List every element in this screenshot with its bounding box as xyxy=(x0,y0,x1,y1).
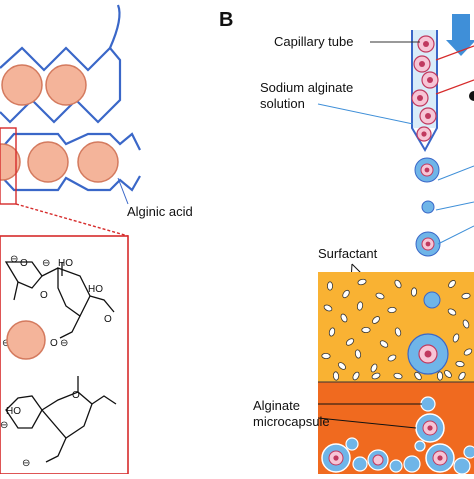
inset-cell xyxy=(6,320,46,360)
cell-top-2 xyxy=(45,64,87,106)
capsule-pile xyxy=(321,437,474,475)
surfactant-molecule xyxy=(345,338,355,346)
chem-o-2: O xyxy=(40,290,48,301)
surfactant-molecule xyxy=(458,371,466,381)
alginate-label-1: Sodium alginate xyxy=(260,80,353,95)
surfactant-molecule xyxy=(323,304,333,312)
surfactant-molecule xyxy=(452,333,460,343)
surfactant-molecule xyxy=(410,287,418,297)
surfactant-molecule xyxy=(375,292,385,300)
chem-minus-3: ⊖ xyxy=(60,338,68,349)
surfactant-molecule xyxy=(371,372,381,380)
surfactant-molecule xyxy=(354,349,362,359)
capsule-label-1: Alginate xyxy=(253,398,300,413)
surfactant-molecule xyxy=(387,306,397,314)
alginic-callout-line xyxy=(117,177,129,205)
cell-bottom-3 xyxy=(77,141,119,183)
alginate-chain-tail xyxy=(108,4,121,49)
capsule-small-1 xyxy=(420,396,436,412)
droplet-pointer-2 xyxy=(435,201,474,211)
zoom-dotted-line xyxy=(15,203,129,237)
capsule-pointer-2 xyxy=(317,417,417,429)
surfactant-molecule xyxy=(361,326,371,334)
alginate-chain-bottom-upper xyxy=(0,132,141,151)
partial-dot xyxy=(469,91,474,101)
chem-o-4: O xyxy=(50,338,58,349)
chem-ho-2: HO xyxy=(88,284,103,295)
chemical-structure-lower xyxy=(5,376,117,463)
surfactant-molecule xyxy=(462,319,470,329)
surfactant-molecule xyxy=(357,278,367,286)
surfactant-molecule xyxy=(461,292,471,300)
surfactant-molecule xyxy=(379,340,389,348)
chem-minus-5: ⊖ xyxy=(0,420,8,431)
surfactant-molecule xyxy=(321,352,331,360)
cell-pointer-1 xyxy=(435,45,474,61)
panel-b-letter: B xyxy=(219,9,233,31)
droplet-1 xyxy=(414,157,440,183)
surfactant-molecule xyxy=(444,370,452,378)
chem-minus-4: ⊖ xyxy=(2,338,10,349)
surfactant-molecule xyxy=(332,371,340,381)
chem-o-1: O xyxy=(20,258,28,269)
chem-minus-6: ⊖ xyxy=(22,458,30,469)
highlight-box xyxy=(0,127,17,205)
panel-b: B Capillary tube Sodium alginate solutio… xyxy=(219,9,474,475)
droplet-pointer-3 xyxy=(437,225,474,245)
surfactant-molecule xyxy=(326,281,333,291)
surfactant-molecule xyxy=(455,360,465,368)
surfactant-molecule xyxy=(338,362,346,370)
chem-o-3: O xyxy=(104,314,112,325)
chem-minus-1: ⊖ xyxy=(10,254,18,265)
surfactant-molecule xyxy=(340,313,348,323)
panel-a: Alginic acid ⊖ O ⊖ HO O HO O O ⊖ ⊖ xyxy=(0,4,193,475)
alginate-chain-bottom-lower xyxy=(0,174,141,192)
surfactant-molecule xyxy=(394,327,402,337)
surfactant-molecule xyxy=(342,289,350,299)
surfactant-molecule xyxy=(393,372,403,380)
surfactant-molecule xyxy=(394,279,402,289)
cell-bottom-1 xyxy=(0,143,21,181)
capsule-with-cell xyxy=(415,413,445,443)
surfactant-molecule xyxy=(356,301,364,311)
oil-phase xyxy=(318,272,474,382)
chem-ho-1: HO xyxy=(58,258,73,269)
droplet-in-oil xyxy=(407,333,449,375)
alginate-chain-top xyxy=(0,46,122,124)
alginic-acid-label: Alginic acid xyxy=(127,204,193,219)
surfactant-molecule xyxy=(328,327,336,337)
cell-bottom-2 xyxy=(27,141,69,183)
capsule-label-2: microcapsule xyxy=(253,414,330,429)
capillary-cells xyxy=(411,35,439,142)
surfactant-molecule xyxy=(370,363,378,373)
alginate-label-2: solution xyxy=(260,96,305,111)
surfactant-molecule xyxy=(372,316,380,324)
capillary-label: Capillary tube xyxy=(274,34,354,49)
chem-ho-3: HO xyxy=(6,406,21,417)
droplet-2-empty xyxy=(421,200,435,214)
chemical-structure-upper xyxy=(4,261,115,339)
inflow-arrow xyxy=(446,14,474,56)
alginate-pointer xyxy=(317,103,414,125)
surfactant-molecule xyxy=(414,371,422,381)
cell-top-1 xyxy=(1,64,43,106)
droplet-pointer-1 xyxy=(437,165,474,181)
surfactant-label: Surfactant xyxy=(318,246,378,261)
cell-pointer-2 xyxy=(435,79,474,95)
surfactant-molecule xyxy=(447,308,457,316)
surfactant-molecules xyxy=(321,278,473,381)
small-droplet-in-oil xyxy=(423,291,441,309)
chem-o-5: O xyxy=(72,390,80,401)
chem-minus-2: ⊖ xyxy=(42,258,50,269)
surfactant-molecule xyxy=(463,348,473,356)
surfactant-molecule xyxy=(387,354,397,362)
surfactant-molecule xyxy=(352,371,360,381)
surfactant-molecule xyxy=(436,371,444,381)
droplet-3 xyxy=(415,231,441,257)
surfactant-molecule xyxy=(448,280,456,288)
